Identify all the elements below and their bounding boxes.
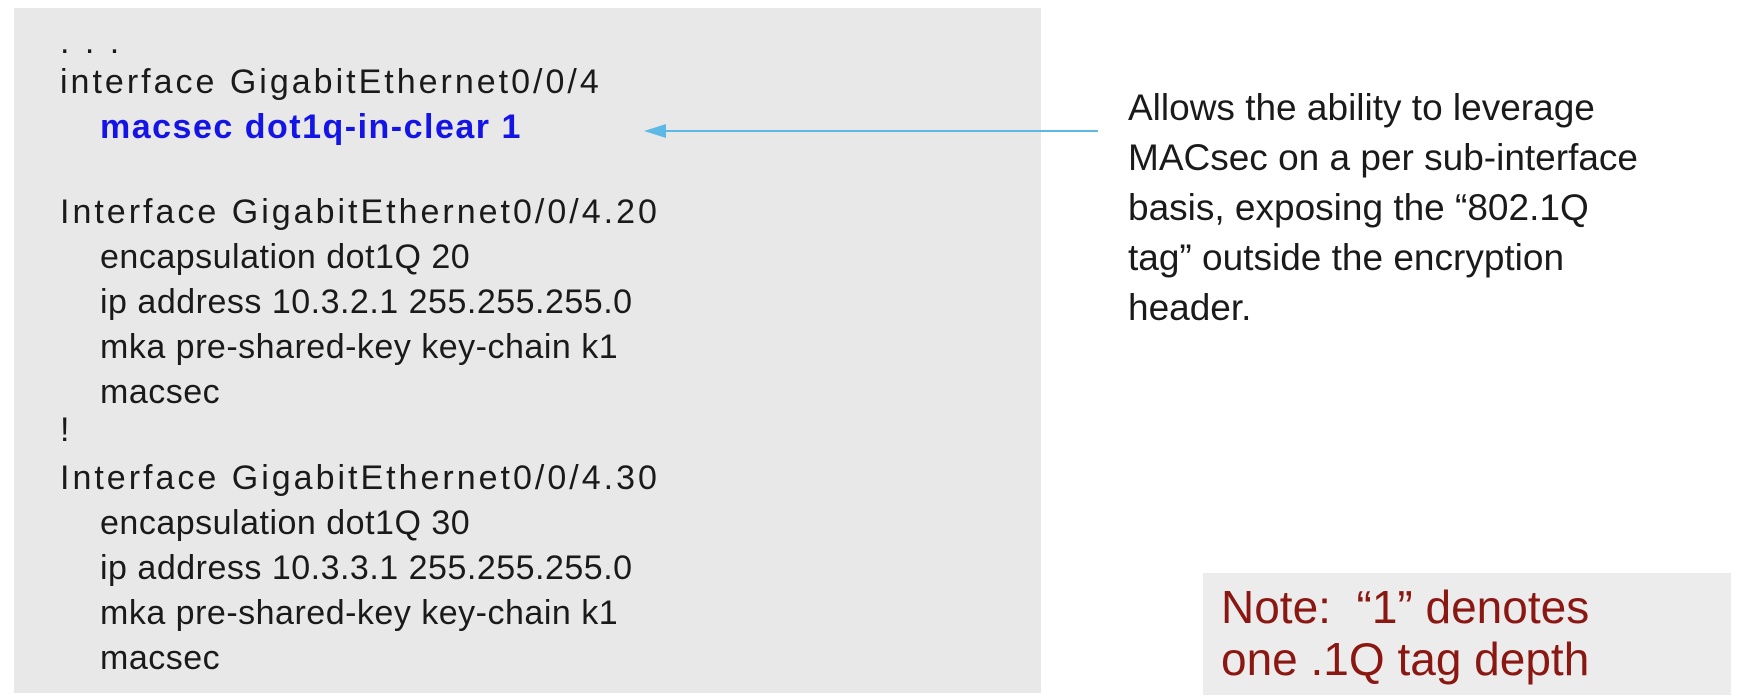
code-line-encapsulation-20: encapsulation dot1Q 20: [100, 238, 471, 276]
callout-line: header.: [1128, 287, 1252, 328]
config-code-panel: [14, 8, 1041, 693]
code-line-mka-30: mka pre-shared-key key-chain k1: [100, 594, 619, 632]
note-line: Note: “1” denotes: [1221, 581, 1590, 633]
note-box: Note: “1” denotes one .1Q tag depth: [1203, 573, 1731, 695]
callout-description: Allows the ability to leverage MACsec on…: [1128, 83, 1748, 333]
code-line-encapsulation-30: encapsulation dot1Q 30: [100, 504, 471, 542]
callout-line: tag” outside the encryption: [1128, 237, 1565, 278]
code-line-mka-20: mka pre-shared-key key-chain k1: [100, 328, 619, 366]
code-line-ip-address-20: ip address 10.3.2.1 255.255.255.0: [100, 283, 633, 321]
callout-line: basis, exposing the “802.1Q: [1128, 187, 1589, 228]
code-line-separator: !: [60, 411, 70, 449]
code-ellipsis: . . .: [60, 23, 123, 61]
callout-line: MACsec on a per sub-interface: [1128, 137, 1639, 178]
note-line: one .1Q tag depth: [1221, 633, 1590, 685]
code-line-subinterface-20: Interface GigabitEthernet0/0/4.20: [60, 193, 660, 231]
code-line-subinterface-30: Interface GigabitEthernet0/0/4.30: [60, 459, 660, 497]
code-line-interface: interface GigabitEthernet0/0/4: [60, 63, 602, 101]
callout-line: Allows the ability to leverage: [1128, 87, 1595, 128]
code-line-macsec-20: macsec: [100, 373, 221, 411]
code-line-ip-address-30: ip address 10.3.3.1 255.255.255.0: [100, 549, 633, 587]
callout-arrowhead: [644, 124, 666, 138]
code-line-macsec-30: macsec: [100, 639, 221, 677]
code-line-macsec-dot1q: macsec dot1q-in-clear 1: [100, 108, 522, 146]
